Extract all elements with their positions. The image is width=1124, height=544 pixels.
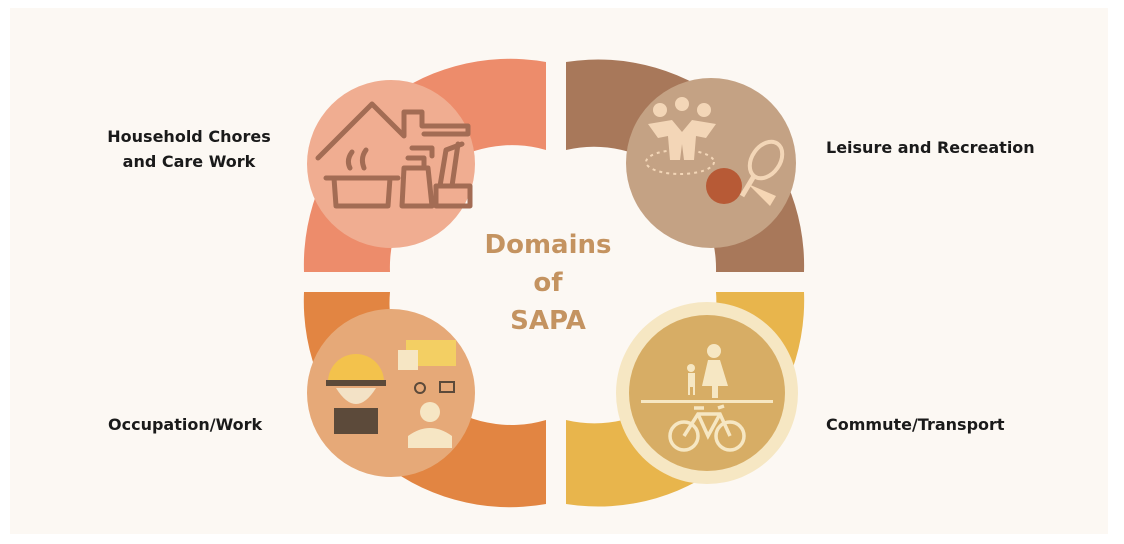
bicycle-icon	[668, 404, 746, 452]
center-title: Domains of SAPA	[448, 226, 648, 340]
leisure-recreation-label: Leisure and Recreation	[826, 138, 1035, 157]
cleaning-supplies-icon	[433, 141, 473, 209]
shuttlecock-icon	[748, 184, 776, 206]
construction-worker-icon	[326, 354, 386, 434]
leisure-icon-group	[645, 97, 785, 206]
household-label-line1: Household Chores	[107, 127, 271, 146]
leisure-icon-circle	[626, 78, 796, 248]
pedestrian-adult-child-icon	[687, 344, 728, 398]
occupation-work-label: Occupation/Work	[108, 415, 263, 434]
briefcase-icon	[398, 340, 456, 370]
occupation-icon-group	[326, 340, 456, 448]
house-roof-icon	[315, 101, 471, 161]
basketball-icon	[706, 168, 742, 204]
diagram-background	[10, 8, 1108, 534]
center-title-line2: of	[533, 268, 563, 298]
commute-icon-circle	[629, 315, 785, 471]
commute-divider	[641, 400, 773, 403]
center-title-line1: Domains	[484, 230, 612, 260]
center-title-line3: SAPA	[510, 306, 586, 336]
household-icon-circle	[307, 80, 475, 248]
cooking-pot-icon	[323, 147, 401, 209]
household-chores-label: Household Chores and Care Work	[96, 124, 282, 174]
household-icon-group	[315, 101, 473, 209]
group-people-icon	[645, 97, 716, 175]
commute-icon-group	[641, 344, 773, 452]
office-worker-icon	[408, 381, 455, 448]
commute-transport-label: Commute/Transport	[826, 415, 1005, 434]
household-label-line2: and Care Work	[122, 152, 256, 171]
spray-bottle-icon	[399, 145, 435, 209]
tennis-racket-icon	[739, 139, 785, 198]
